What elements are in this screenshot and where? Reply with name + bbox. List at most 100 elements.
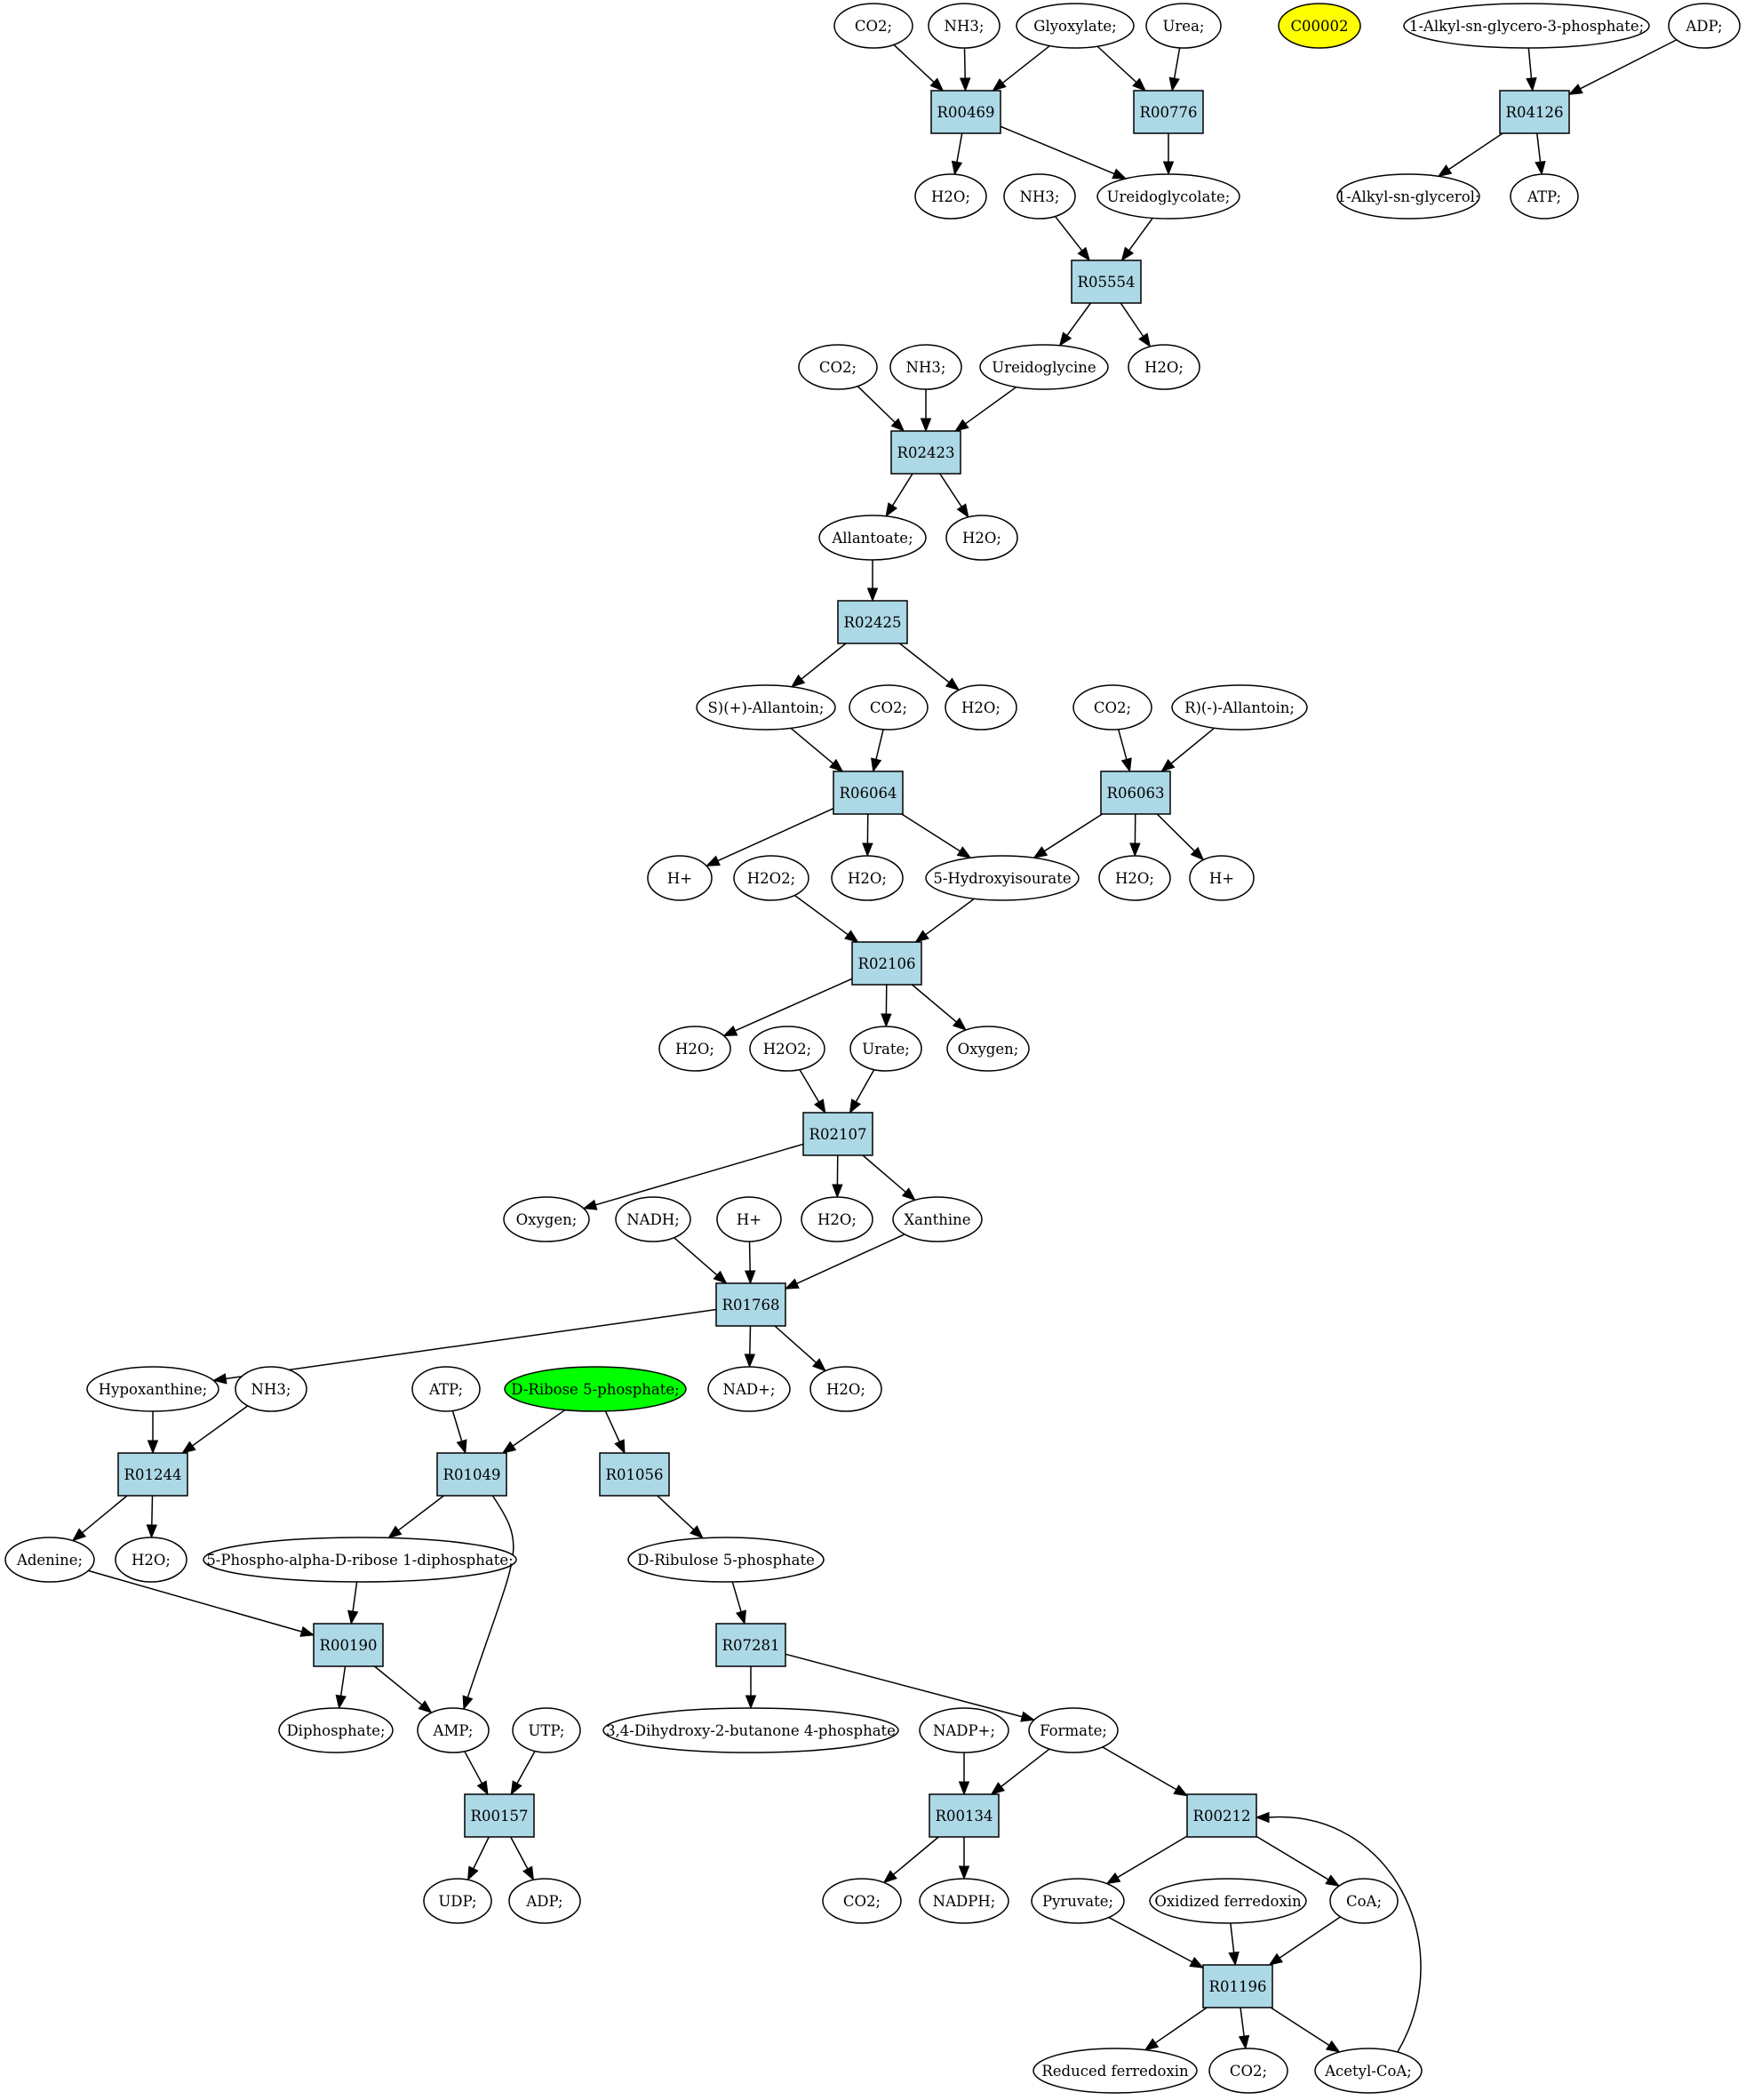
compound-node-adp_2[interactable]: ADP; — [508, 1878, 581, 1924]
compound-node-atp_2[interactable]: ATP; — [411, 1366, 481, 1412]
compound-node-hplus_3[interactable]: H+ — [716, 1196, 782, 1242]
reaction-node-r02423[interactable]: R02423 — [890, 430, 961, 475]
reaction-node-r02425[interactable]: R02425 — [837, 600, 908, 644]
reaction-node-r07281[interactable]: R07281 — [715, 1623, 786, 1667]
compound-node-nh3_2[interactable]: NH3; — [1003, 173, 1076, 220]
edge-r02425-to-sallantoin — [801, 643, 847, 680]
arrowhead-ureidoglycine-to-r02423 — [954, 419, 969, 432]
arrowhead-r06063-to-h2o_6 — [1129, 842, 1141, 858]
compound-node-h2o_10[interactable]: H2O; — [115, 1537, 187, 1583]
compound-node-formate[interactable]: Formate; — [1028, 1707, 1119, 1753]
reaction-node-r00190[interactable]: R00190 — [313, 1623, 384, 1667]
reaction-node-r01049[interactable]: R01049 — [436, 1452, 507, 1497]
compound-node-co2_3[interactable]: CO2; — [849, 684, 929, 731]
compound-node-adp_1[interactable]: ADP; — [1668, 3, 1741, 49]
compound-node-acetylcoa[interactable]: Acetyl-CoA; — [1314, 2048, 1423, 2094]
compound-node-ureidoglycine[interactable]: Ureidoglycine — [979, 344, 1109, 390]
compound-node-co2_6[interactable]: CO2; — [1208, 2048, 1288, 2094]
compound-node-oxygen_1[interactable]: Oxygen; — [946, 1026, 1030, 1072]
compound-node-ribulose5p[interactable]: D-Ribulose 5-phosphate — [627, 1537, 825, 1583]
reaction-node-r06064[interactable]: R06064 — [833, 771, 904, 815]
reaction-node-r04126[interactable]: R04126 — [1499, 90, 1570, 134]
compound-node-hydroxyisourate[interactable]: 5-Hydroxyisourate — [925, 855, 1080, 901]
compound-node-h2o_4[interactable]: H2O; — [945, 684, 1017, 731]
compound-node-c00002[interactable]: C00002 — [1278, 3, 1361, 49]
compound-node-h2o_7[interactable]: H2O; — [658, 1026, 731, 1072]
node-label: R01768 — [722, 1297, 780, 1313]
compound-node-alkylglycerol[interactable]: 1-Alkyl-sn-glycerol; — [1336, 173, 1480, 220]
compound-node-nh3_1[interactable]: NH3; — [928, 3, 1001, 49]
compound-node-hypoxanthine[interactable]: Hypoxanthine; — [86, 1366, 219, 1412]
reaction-node-r01196[interactable]: R01196 — [1202, 1964, 1273, 2008]
reaction-node-r00157[interactable]: R00157 — [464, 1793, 535, 1838]
compound-node-diphosphate[interactable]: Diphosphate; — [278, 1707, 394, 1753]
reaction-node-r05554[interactable]: R05554 — [1071, 260, 1142, 304]
compound-node-h2o2_2[interactable]: H2O2; — [749, 1026, 825, 1072]
compound-node-h2o_8[interactable]: H2O; — [801, 1196, 873, 1242]
reaction-node-r02107[interactable]: R02107 — [802, 1112, 873, 1156]
compound-node-udp[interactable]: UDP; — [423, 1878, 492, 1924]
reaction-node-r00212[interactable]: R00212 — [1186, 1793, 1257, 1838]
compound-node-ureidoglycolate[interactable]: Ureidoglycolate; — [1096, 173, 1240, 220]
node-label: Xanthine — [904, 1211, 970, 1228]
compound-ellipse — [696, 684, 836, 731]
compound-node-hplus_1[interactable]: H+ — [647, 855, 713, 901]
compound-node-co2_5[interactable]: CO2; — [822, 1878, 902, 1924]
reaction-node-r00776[interactable]: R00776 — [1133, 90, 1204, 134]
compound-node-h2o_3[interactable]: H2O; — [945, 515, 1018, 561]
compound-node-h2o_6[interactable]: H2O; — [1098, 855, 1171, 901]
arrowhead-amp-to-r00157 — [476, 1780, 489, 1796]
compound-node-h2o_2[interactable]: H2O; — [1128, 344, 1200, 390]
compound-node-coa[interactable]: CoA; — [1329, 1878, 1399, 1924]
compound-node-co2_1[interactable]: CO2; — [833, 3, 913, 49]
compound-node-rallantoin[interactable]: R)(-)-Allantoin; — [1171, 684, 1308, 731]
compound-node-sallantoin[interactable]: S)(+)-Allantoin; — [696, 684, 836, 731]
compound-node-xanthine[interactable]: Xanthine — [892, 1196, 983, 1242]
edge-glyoxylate-to-r00776 — [1096, 45, 1137, 84]
compound-node-h2o_1[interactable]: H2O; — [914, 173, 987, 220]
edge-r04126-to-atp_1 — [1536, 132, 1542, 163]
compound-node-h2o_5[interactable]: H2O; — [831, 855, 904, 901]
compound-node-nadh[interactable]: NADH; — [615, 1196, 691, 1242]
reaction-node-r01056[interactable]: R01056 — [599, 1452, 670, 1497]
compound-node-nh3_4[interactable]: NH3; — [235, 1366, 307, 1412]
compound-node-nadpplus[interactable]: NADP+; — [919, 1707, 1009, 1753]
reaction-node-r02106[interactable]: R02106 — [851, 941, 922, 986]
compound-node-glyoxylate[interactable]: Glyoxylate; — [1016, 3, 1135, 49]
reaction-node-r00469[interactable]: R00469 — [930, 90, 1001, 134]
compound-node-atp_1[interactable]: ATP; — [1510, 173, 1579, 220]
compound-node-urea[interactable]: Urea; — [1145, 3, 1222, 49]
reaction-node-r01244[interactable]: R01244 — [117, 1452, 188, 1497]
edge-r04126-to-alkylglycerol — [1448, 132, 1503, 171]
compound-node-amp[interactable]: AMP; — [417, 1707, 490, 1753]
reaction-node-r00134[interactable]: R00134 — [929, 1793, 1000, 1838]
edge-amp-to-r00157 — [464, 1751, 482, 1785]
compound-node-co2_4[interactable]: CO2; — [1072, 684, 1152, 731]
compound-node-alkylg3p[interactable]: 1-Alkyl-sn-glycero-3-phosphate; — [1403, 3, 1650, 49]
compound-node-prpp[interactable]: 5-Phospho-alpha-D-ribose 1-diphosphate; — [203, 1537, 517, 1583]
arrowhead-r00134-to-co2_5 — [882, 1870, 897, 1884]
compound-node-dhbp[interactable]: 3,4-Dihydroxy-2-butanone 4-phosphate — [602, 1707, 899, 1753]
compound-node-nadplus_1[interactable]: NAD+; — [707, 1366, 791, 1412]
compound-node-urate[interactable]: Urate; — [849, 1026, 922, 1072]
compound-ellipse — [1510, 173, 1579, 220]
compound-node-oxferredoxin[interactable]: Oxidized ferredoxin — [1149, 1878, 1307, 1924]
compound-ellipse — [1028, 1707, 1119, 1753]
edge-formate-to-r00212 — [1102, 1746, 1177, 1791]
compound-node-nh3_3[interactable]: NH3; — [889, 344, 962, 390]
compound-node-allantoate[interactable]: Allantoate; — [818, 515, 927, 561]
compound-node-h2o2_1[interactable]: H2O2; — [733, 855, 809, 901]
reaction-node-r01768[interactable]: R01768 — [715, 1282, 786, 1327]
compound-node-ribose5p[interactable]: D-Ribose 5-phosphate; — [504, 1366, 687, 1412]
compound-node-h2o_9[interactable]: H2O; — [809, 1366, 882, 1412]
compound-node-nadph[interactable]: NADPH; — [919, 1878, 1009, 1924]
compound-node-adenine[interactable]: Adenine; — [4, 1537, 95, 1583]
compound-node-hplus_2[interactable]: H+ — [1189, 855, 1255, 901]
compound-node-oxygen_2[interactable]: Oxygen; — [503, 1196, 590, 1242]
compound-node-redferredoxin[interactable]: Reduced ferredoxin — [1032, 2048, 1198, 2094]
compound-node-utp[interactable]: UTP; — [512, 1707, 581, 1753]
compound-node-co2_2[interactable]: CO2; — [798, 344, 878, 390]
reaction-node-r06063[interactable]: R06063 — [1100, 771, 1171, 815]
compound-node-pyruvate[interactable]: Pyruvate; — [1031, 1878, 1125, 1924]
